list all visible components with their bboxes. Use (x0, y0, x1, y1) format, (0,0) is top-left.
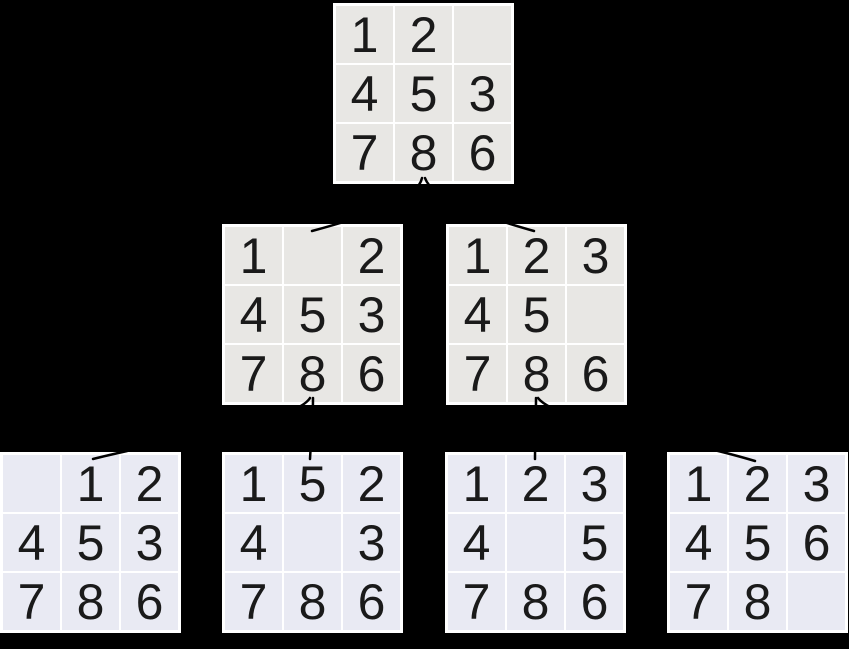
puzzle-cell: 8 (284, 345, 341, 402)
puzzle-node-level3-3: 1 2 3 4 5 7 8 6 (445, 452, 626, 633)
puzzle-cell: 5 (62, 514, 119, 571)
puzzle-cell: 5 (508, 286, 565, 343)
puzzle-cell: 8 (62, 573, 119, 630)
tree-edge-l2a-l3a (91, 396, 312, 461)
puzzle-node-root: 1 2 4 5 3 7 8 6 (333, 3, 514, 184)
puzzle-cell: 7 (670, 573, 727, 630)
puzzle-cell: 5 (284, 455, 341, 512)
puzzle-cell-blank (507, 514, 564, 571)
puzzle-cell: 2 (395, 6, 452, 63)
puzzle-cell-blank (284, 514, 341, 571)
puzzle-cell-blank (3, 455, 60, 512)
puzzle-cell: 1 (225, 455, 282, 512)
puzzle-cell-blank (788, 573, 845, 630)
puzzle-cell: 2 (507, 455, 564, 512)
puzzle-cell: 6 (566, 573, 623, 630)
puzzle-cell: 8 (395, 124, 452, 181)
puzzle-cell: 3 (343, 286, 400, 343)
puzzle-cell-blank (454, 6, 511, 63)
puzzle-cell: 3 (454, 65, 511, 122)
puzzle-cell: 1 (449, 227, 506, 284)
puzzle-cell: 3 (788, 455, 845, 512)
puzzle-node-level2-right: 1 2 3 4 5 7 8 6 (446, 224, 627, 405)
puzzle-cell: 4 (225, 514, 282, 571)
puzzle-node-level3-4: 1 2 3 4 5 6 7 8 (667, 452, 848, 633)
puzzle-cell: 7 (3, 573, 60, 630)
puzzle-node-level3-2: 1 5 2 4 3 7 8 6 (222, 452, 403, 633)
puzzle-cell-blank (567, 286, 624, 343)
puzzle-cell: 1 (336, 6, 393, 63)
puzzle-cell: 2 (121, 455, 178, 512)
puzzle-cell: 6 (454, 124, 511, 181)
puzzle-cell: 6 (121, 573, 178, 630)
puzzle-cell-blank (284, 227, 341, 284)
puzzle-cell: 8 (284, 573, 341, 630)
puzzle-cell: 2 (343, 455, 400, 512)
puzzle-cell: 4 (225, 286, 282, 343)
puzzle-cell: 4 (336, 65, 393, 122)
puzzle-cell: 4 (448, 514, 505, 571)
puzzle-cell: 1 (670, 455, 727, 512)
puzzle-node-level3-1: 1 2 4 5 3 7 8 6 (0, 452, 181, 633)
puzzle-cell: 7 (449, 345, 506, 402)
puzzle-cell: 7 (336, 124, 393, 181)
puzzle-cell: 3 (121, 514, 178, 571)
puzzle-cell: 1 (62, 455, 119, 512)
puzzle-cell: 7 (225, 345, 282, 402)
puzzle-cell: 7 (448, 573, 505, 630)
puzzle-cell: 5 (395, 65, 452, 122)
puzzle-cell: 6 (788, 514, 845, 571)
puzzle-cell: 5 (566, 514, 623, 571)
puzzle-cell: 4 (3, 514, 60, 571)
puzzle-cell: 4 (449, 286, 506, 343)
puzzle-cell: 4 (670, 514, 727, 571)
puzzle-cell: 6 (343, 573, 400, 630)
puzzle-cell: 6 (343, 345, 400, 402)
puzzle-cell: 3 (566, 455, 623, 512)
puzzle-cell: 8 (729, 573, 786, 630)
puzzle-cell: 2 (508, 227, 565, 284)
puzzle-cell: 6 (567, 345, 624, 402)
puzzle-cell: 5 (729, 514, 786, 571)
puzzle-cell: 1 (448, 455, 505, 512)
tree-edge-l2a-l3b (308, 396, 315, 461)
puzzle-cell: 1 (225, 227, 282, 284)
puzzle-cell: 5 (284, 286, 341, 343)
tree-edge-l2b-l3c (533, 396, 538, 461)
puzzle-cell: 2 (729, 455, 786, 512)
puzzle-cell: 7 (225, 573, 282, 630)
puzzle-cell: 3 (343, 514, 400, 571)
puzzle-cell: 2 (343, 227, 400, 284)
puzzle-node-level2-left: 1 2 4 5 3 7 8 6 (222, 224, 403, 405)
puzzle-cell: 8 (508, 345, 565, 402)
puzzle-cell: 8 (507, 573, 564, 630)
puzzle-cell: 3 (567, 227, 624, 284)
